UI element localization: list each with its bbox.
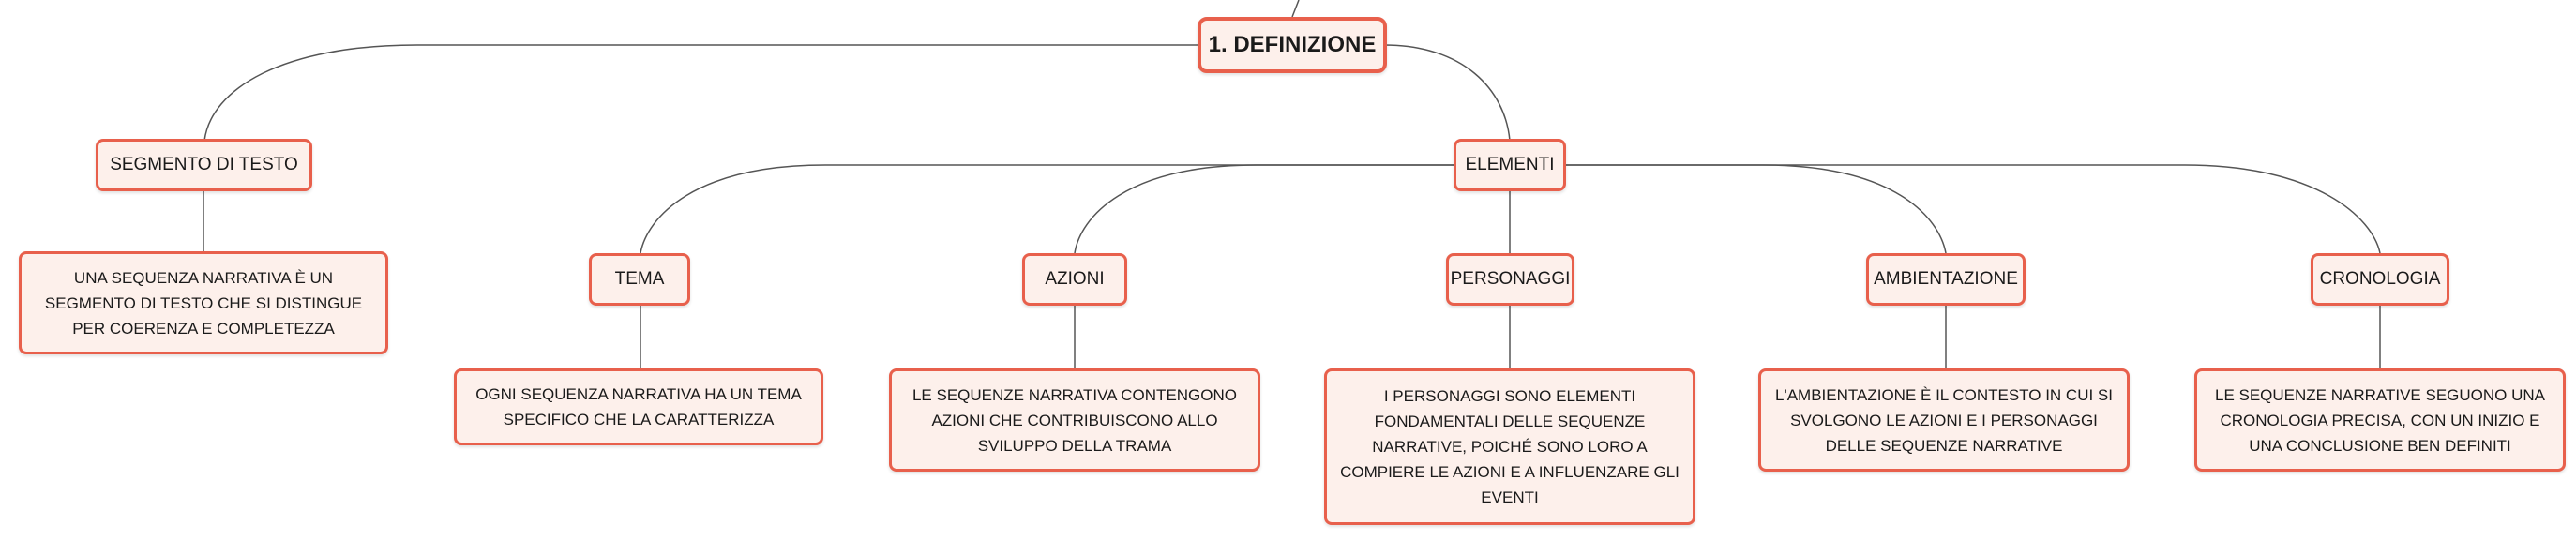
link-elementi-to-ambientazione xyxy=(1564,164,1947,254)
note-ambientazione[interactable]: L'AMBIENTAZIONE È IL CONTESTO IN CUI SI … xyxy=(1758,368,2130,472)
topic-tema[interactable]: TEMA xyxy=(589,253,690,306)
topic-segmento-di-testo[interactable]: SEGMENTO DI TESTO xyxy=(96,139,312,191)
topic-cronologia[interactable]: CRONOLOGIA xyxy=(2311,253,2449,306)
link-elementi-to-tema xyxy=(640,164,1455,254)
note-segmento-di-testo[interactable]: UNA SEQUENZA NARRATIVA È UN SEGMENTO DI … xyxy=(19,251,388,354)
note-personaggi[interactable]: I PERSONAGGI SONO ELEMENTI FONDAMENTALI … xyxy=(1324,368,1695,525)
link-central-to-elementi xyxy=(1383,44,1511,142)
topic-elementi[interactable]: ELEMENTI xyxy=(1454,139,1566,191)
topic-azioni[interactable]: AZIONI xyxy=(1022,253,1127,306)
note-cronologia[interactable]: LE SEQUENZE NARRATIVE SEGUONO UNA CRONOL… xyxy=(2194,368,2566,472)
note-azioni[interactable]: LE SEQUENZE NARRATIVA CONTENGONO AZIONI … xyxy=(889,368,1260,472)
topic-ambientazione[interactable]: AMBIENTAZIONE xyxy=(1866,253,2026,306)
link-elementi-to-cronologia xyxy=(1564,164,2381,254)
link-elementi-to-azioni xyxy=(1074,164,1455,254)
link-central-to-segmento xyxy=(203,44,1200,142)
note-tema[interactable]: OGNI SEQUENZA NARRATIVA HA UN TEMA SPECI… xyxy=(454,368,823,445)
link-top-to-central xyxy=(1291,0,1300,18)
central-topic[interactable]: 1. DEFINIZIONE xyxy=(1198,17,1387,73)
topic-personaggi[interactable]: PERSONAGGI xyxy=(1446,253,1574,306)
